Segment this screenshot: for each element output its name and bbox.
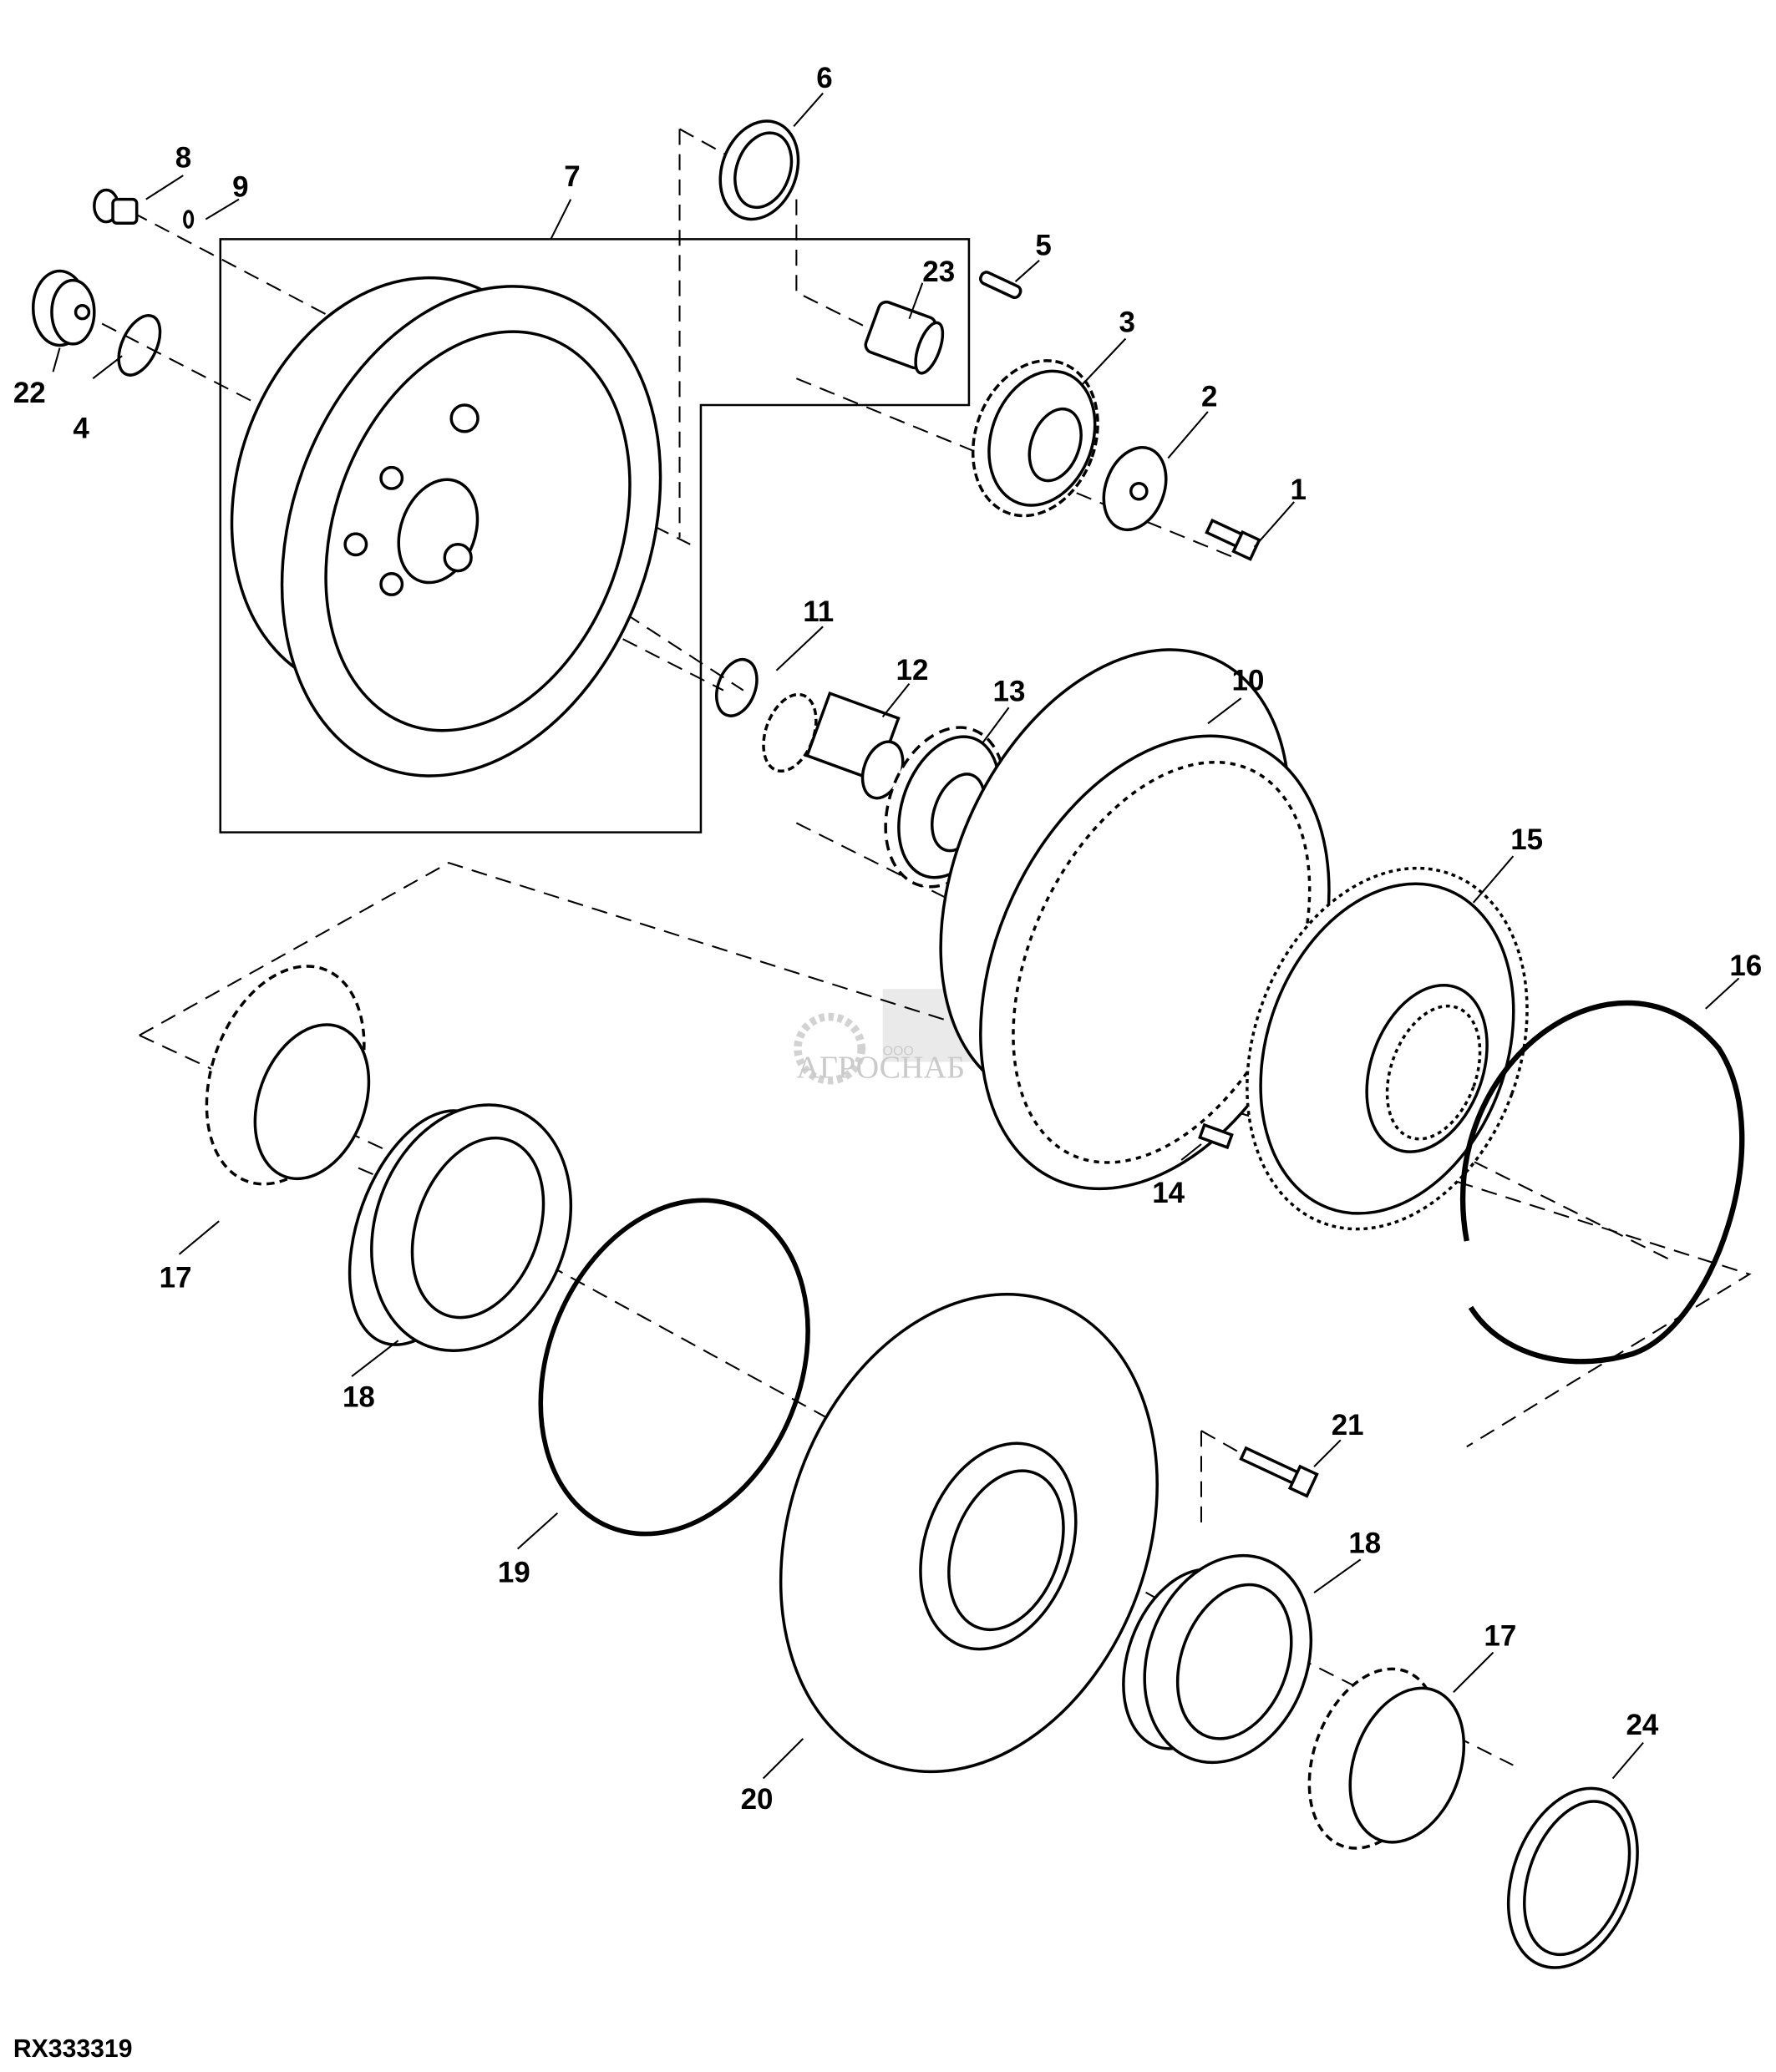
callout-20: 20: [741, 1783, 774, 1816]
part-18-bearing-cup: [348, 1103, 573, 1352]
figure-id: RX333319: [13, 2035, 133, 2063]
part-17-bearing-cone-2: [1307, 1667, 1466, 1850]
callout-11: 11: [803, 595, 834, 628]
part-7-group-box: [219, 238, 971, 833]
part-9-pin: [183, 210, 195, 229]
part-7-housing: [230, 276, 662, 778]
part-23-bushing: [864, 300, 945, 375]
callout-18: 18: [343, 1381, 375, 1414]
callout-12: 12: [896, 654, 929, 686]
callout-2: 2: [1201, 381, 1217, 413]
callout-10: 10: [1232, 665, 1265, 697]
callout-21: 21: [1332, 1409, 1364, 1441]
callout-14: 14: [1152, 1177, 1185, 1209]
callout-4: 4: [73, 413, 89, 445]
part-24-seal: [1506, 1786, 1639, 1969]
part-15-planet-carrier: [1246, 866, 1529, 1231]
part-21-bolt: [1239, 1446, 1319, 1498]
watermark-name: АГРОСНАБ: [796, 1051, 965, 1086]
part-17-bearing-cone: [205, 965, 371, 1186]
part-5-pin: [979, 271, 1022, 299]
part-2-washer: [1102, 446, 1168, 532]
callout-18b: 18: [1348, 1527, 1381, 1559]
part-4-o-ring: [117, 314, 162, 377]
part-8-plug: [93, 188, 139, 225]
part-18-bearing-cup-2: [1122, 1553, 1313, 1765]
part-10-ring-gear: [939, 648, 1331, 1191]
callout-23: 23: [922, 256, 955, 288]
callout-3: 3: [1119, 306, 1134, 339]
callout-19: 19: [498, 1556, 530, 1588]
part-11-snap-ring: [715, 657, 759, 717]
part-16-snap-ring: [1459, 1000, 1745, 1365]
callout-7: 7: [564, 160, 580, 193]
part-3-gear: [971, 359, 1099, 518]
callout-16: 16: [1729, 950, 1762, 982]
part-22-cap: [31, 269, 96, 347]
part-14-screw: [1198, 1122, 1234, 1150]
callout-15: 15: [1510, 823, 1543, 856]
part-12-shaft: [762, 691, 905, 800]
callout-22: 22: [13, 377, 46, 409]
part-1-bolt: [1205, 518, 1261, 561]
part-19-o-ring: [538, 1198, 810, 1537]
callout-5: 5: [1035, 229, 1051, 261]
part-20-cover: [779, 1293, 1159, 1774]
part-6-thrust-washer: [718, 119, 800, 221]
callout-6: 6: [816, 62, 832, 94]
watermark-prefix: ООО: [883, 1045, 914, 1059]
callout-17: 17: [160, 1262, 192, 1294]
callout-labels: 1 2 3 4 5 6 7 8 9 10 11 12 13 14 15 16 1…: [13, 62, 1762, 1816]
callout-1: 1: [1290, 474, 1306, 506]
callout-17b: 17: [1484, 1620, 1516, 1653]
callout-24: 24: [1626, 1709, 1658, 1741]
callout-9: 9: [232, 170, 248, 203]
callout-8: 8: [175, 142, 191, 175]
callout-13: 13: [993, 675, 1026, 707]
